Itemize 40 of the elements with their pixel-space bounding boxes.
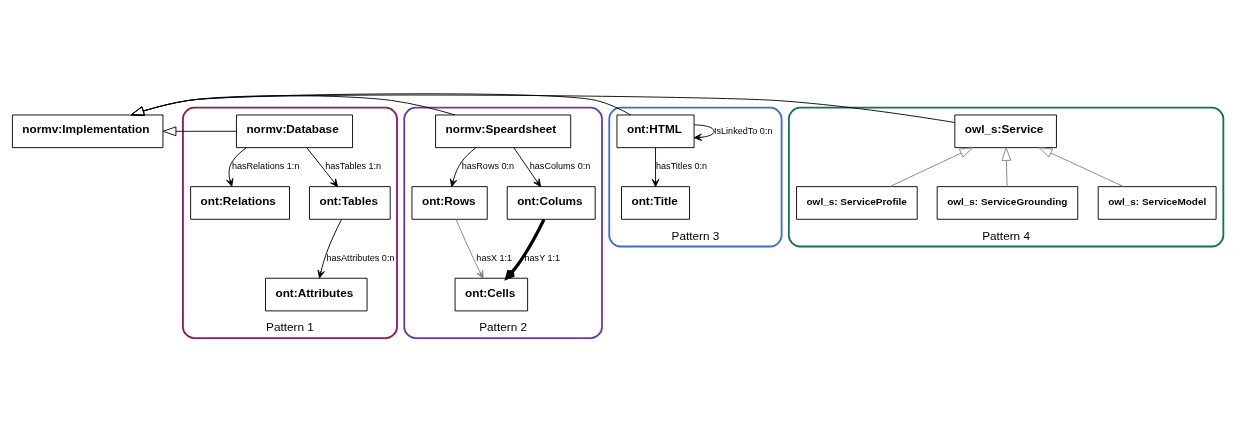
- arrow: [505, 218, 546, 280]
- arrow: [130, 92, 632, 116]
- edge-label: hasY 1:1: [524, 252, 561, 263]
- arrow: [449, 146, 477, 187]
- arrow: [455, 218, 484, 279]
- node-box: ont:Cells: [454, 277, 529, 311]
- node-box: ont:Attributes: [265, 277, 368, 311]
- edge-label: hasTitles 0:n: [656, 160, 708, 171]
- node-box: normv:Implementation: [11, 114, 164, 148]
- edge-label: hasX 1:1: [476, 252, 513, 263]
- edge-label: hasRows 0:n: [461, 160, 515, 171]
- arrow: [162, 125, 237, 136]
- node-box: ont:Relations: [190, 185, 290, 220]
- edge-label: hasColums 0:n: [529, 160, 591, 171]
- node-box: ont:Title: [621, 185, 690, 220]
- node-box: owl_s: ServiceProfile: [796, 185, 918, 220]
- node-box: owl_s:Service: [954, 114, 1057, 148]
- node-box: owl_s: ServiceGrounding: [936, 185, 1079, 220]
- edge-label: hasAttributes 0:n: [326, 252, 395, 263]
- node-box: ont:HTML: [616, 114, 695, 148]
- arrow: [889, 146, 974, 187]
- arrow: [1038, 146, 1125, 187]
- arrow: [130, 94, 956, 123]
- arrow: [693, 123, 715, 141]
- arrow: [1001, 146, 1012, 187]
- arrow: [306, 146, 339, 187]
- edge-label: hasTables 1:n: [325, 160, 382, 171]
- arrow: [651, 146, 660, 187]
- node-box: ont:Colums: [506, 185, 596, 220]
- node-box: ont:Tables: [309, 185, 391, 220]
- node-box: ont:Rows: [411, 185, 488, 220]
- arrow: [317, 218, 342, 278]
- edge-label: IsLinkedTo 0:n: [714, 125, 773, 136]
- arrow: [513, 146, 541, 187]
- node-box: normv:Speardsheet: [435, 114, 572, 148]
- node-box: owl_s: ServiceModel: [1097, 185, 1217, 220]
- edge-label: hasRelations 1:n: [231, 160, 300, 171]
- node-box: normv:Database: [236, 114, 353, 148]
- arrow: [226, 146, 247, 187]
- arrow: [130, 94, 456, 116]
